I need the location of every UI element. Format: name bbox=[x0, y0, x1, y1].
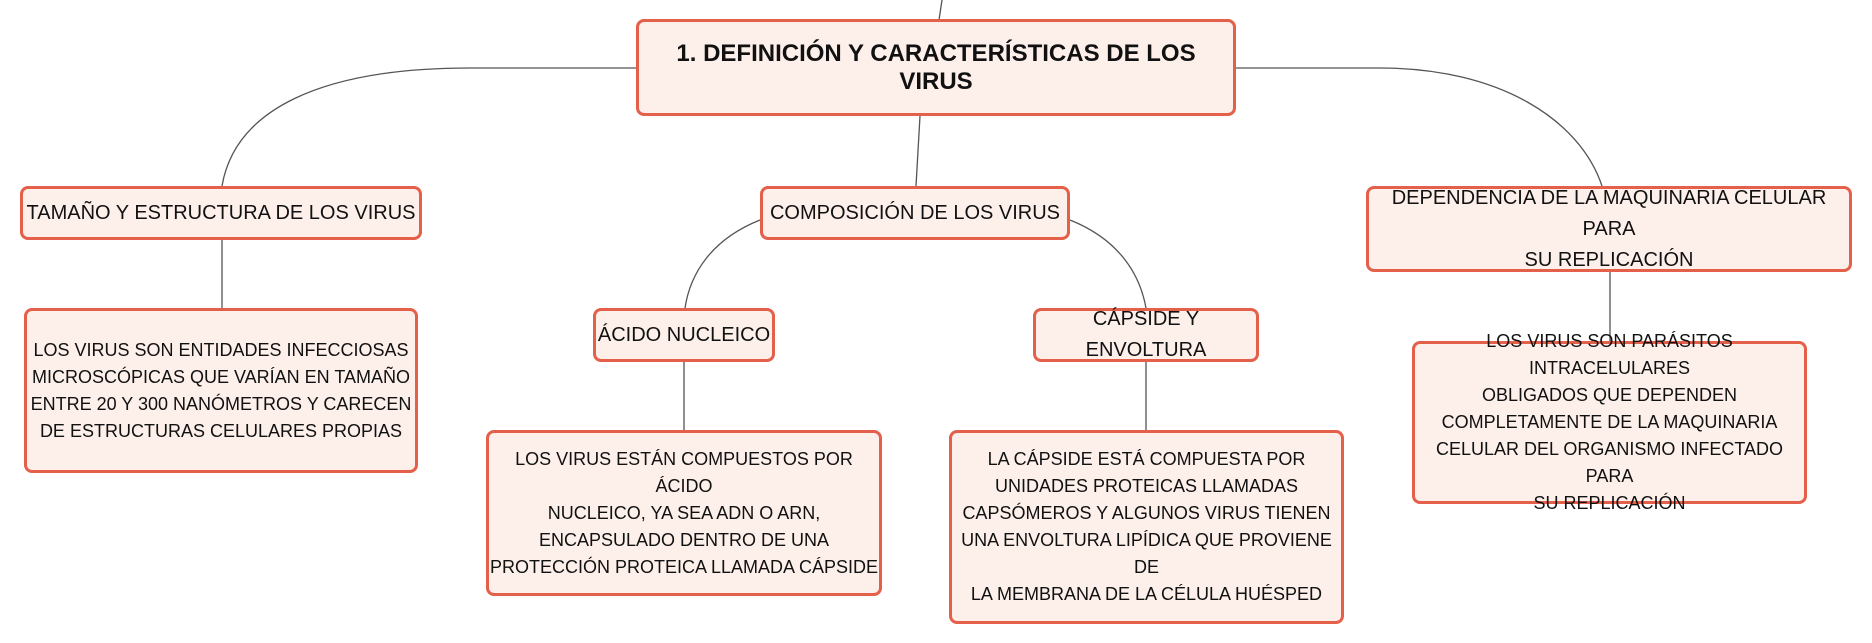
connector-root-dependencia bbox=[1236, 67, 1603, 187]
topic-node-composicion[interactable]: COMPOSICIÓN DE LOS VIRUS bbox=[760, 186, 1070, 240]
topic-label-tamano: TAMAÑO Y ESTRUCTURA DE LOS VIRUS bbox=[26, 201, 416, 224]
connector-composicion-acido bbox=[684, 219, 761, 309]
central-topic-node[interactable]: 1. DEFINICIÓN Y CARACTERÍSTICAS DE LOS V… bbox=[636, 19, 1236, 116]
topic-node-dependencia[interactable]: DEPENDENCIA DE LA MAQUINARIA CELULAR PAR… bbox=[1366, 186, 1852, 272]
connector-root-tamano bbox=[221, 67, 636, 187]
topic-label-dependencia: DEPENDENCIA DE LA MAQUINARIA CELULAR PAR… bbox=[1391, 186, 1827, 271]
connector-incoming-root bbox=[938, 0, 943, 21]
detail-text-acido-nucleico: LOS VIRUS ESTÁN COMPUESTOS POR ÁCIDO NUC… bbox=[489, 448, 879, 577]
topic-node-tamano[interactable]: TAMAÑO Y ESTRUCTURA DE LOS VIRUS bbox=[20, 186, 422, 240]
detail-node-acido-nucleico[interactable]: LOS VIRUS ESTÁN COMPUESTOS POR ÁCIDO NUC… bbox=[486, 430, 882, 596]
detail-text-capside: LA CÁPSIDE ESTÁ COMPUESTA POR UNIDADES P… bbox=[961, 449, 1332, 604]
detail-node-dependencia[interactable]: LOS VIRUS SON PARÁSITOS INTRACELULARES O… bbox=[1412, 331, 1807, 513]
detail-text-dependencia: LOS VIRUS SON PARÁSITOS INTRACELULARES O… bbox=[1435, 331, 1784, 513]
topic-label-composicion: COMPOSICIÓN DE LOS VIRUS bbox=[769, 201, 1061, 224]
connector-composicion-capside bbox=[1069, 219, 1147, 309]
detail-text-tamano: LOS VIRUS SON ENTIDADES INFECCIOSAS MICR… bbox=[30, 339, 412, 441]
subtopic-label-acido-nucleico: ÁCIDO NUCLEICO bbox=[597, 323, 771, 346]
detail-node-capside[interactable]: LA CÁPSIDE ESTÁ COMPUESTA POR UNIDADES P… bbox=[949, 430, 1344, 624]
detail-node-tamano[interactable]: LOS VIRUS SON ENTIDADES INFECCIOSAS MICR… bbox=[24, 308, 418, 473]
subtopic-node-capside[interactable]: CÁPSIDE Y ENVOLTURA bbox=[1033, 308, 1259, 362]
subtopic-label-capside: CÁPSIDE Y ENVOLTURA bbox=[1085, 308, 1207, 361]
connector-root-composicion bbox=[915, 115, 921, 187]
central-topic-label: 1. DEFINICIÓN Y CARACTERÍSTICAS DE LOS V… bbox=[676, 39, 1196, 95]
subtopic-node-acido-nucleico[interactable]: ÁCIDO NUCLEICO bbox=[593, 308, 775, 362]
